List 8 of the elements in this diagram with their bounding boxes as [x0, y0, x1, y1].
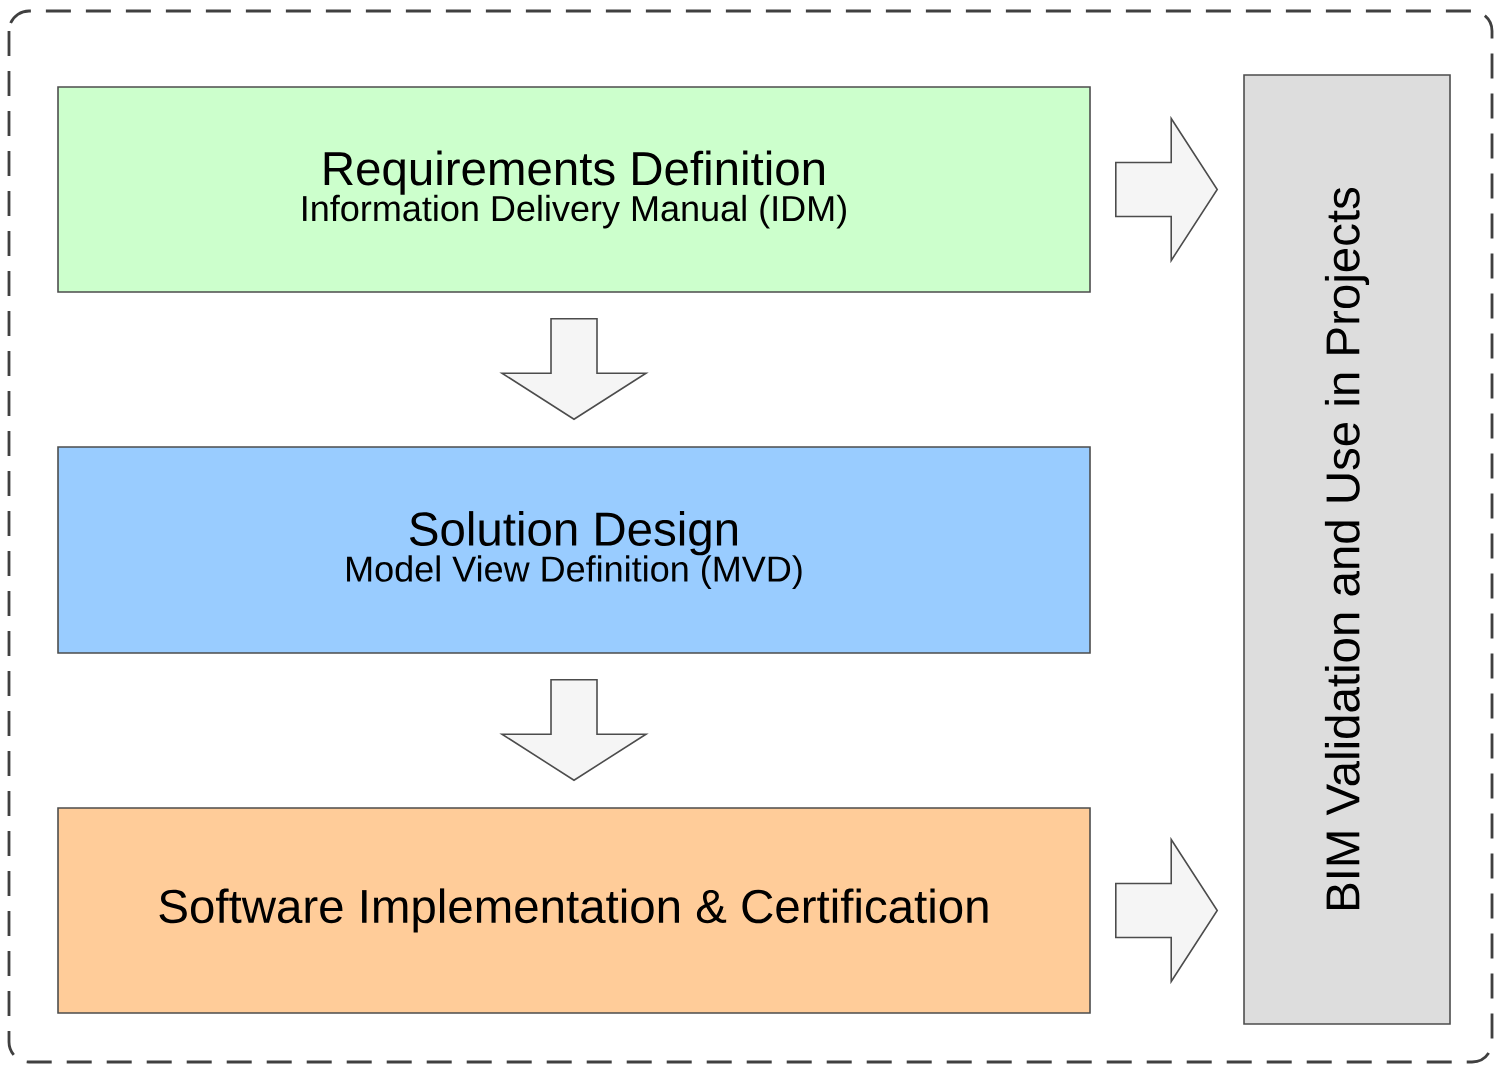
process-box: Requirements Definition Information Delivery Manual (IDM) — [57, 86, 1091, 293]
vertical-bar-box: BIM Validation and Use in Projects — [1243, 74, 1451, 1025]
block-arrow — [1115, 836, 1219, 985]
process-box: Solution Design Model View Definition (MVD) — [57, 446, 1091, 654]
block-arrow — [499, 318, 649, 421]
process-box: Software Implementation & Certification — [57, 807, 1091, 1014]
block-arrow — [499, 679, 649, 782]
block-arrow — [1115, 115, 1219, 264]
